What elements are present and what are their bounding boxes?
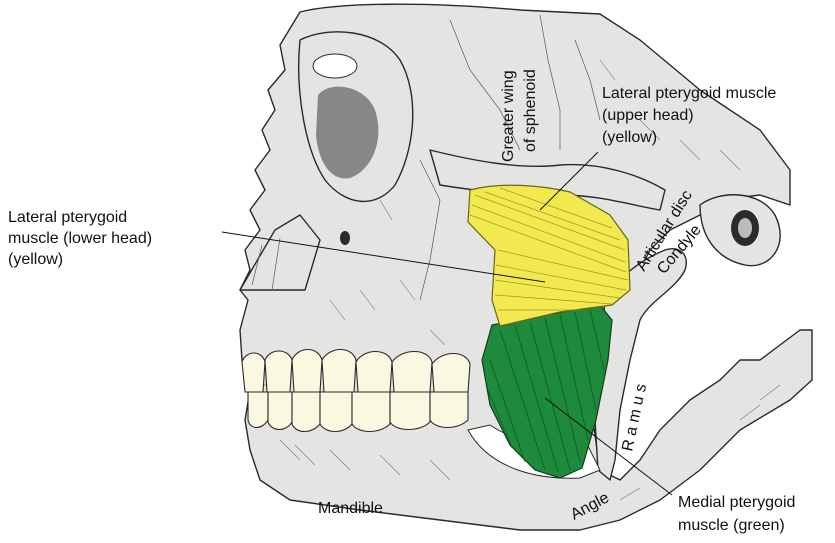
svg-text:Medial pterygoid: Medial pterygoid <box>678 494 795 511</box>
mandible-label: Mandible <box>318 500 383 517</box>
svg-text:muscle (green): muscle (green) <box>678 517 785 534</box>
svg-text:Lateral pterygoid: Lateral pterygoid <box>8 209 127 226</box>
svg-text:(yellow): (yellow) <box>8 251 63 268</box>
svg-text:(yellow): (yellow) <box>602 129 657 146</box>
svg-text:of sphenoid: of sphenoid <box>522 69 539 152</box>
svg-text:(upper head): (upper head) <box>602 107 694 124</box>
lateral-pterygoid-lower-label: Lateral pterygoid muscle (lower head) (y… <box>8 209 152 268</box>
svg-text:Greater wing: Greater wing <box>500 70 517 162</box>
svg-text:muscle (lower head): muscle (lower head) <box>8 230 152 247</box>
medial-pterygoid-label: Medial pterygoid muscle (green) <box>678 494 795 534</box>
svg-text:Lateral pterygoid muscle: Lateral pterygoid muscle <box>602 85 776 102</box>
